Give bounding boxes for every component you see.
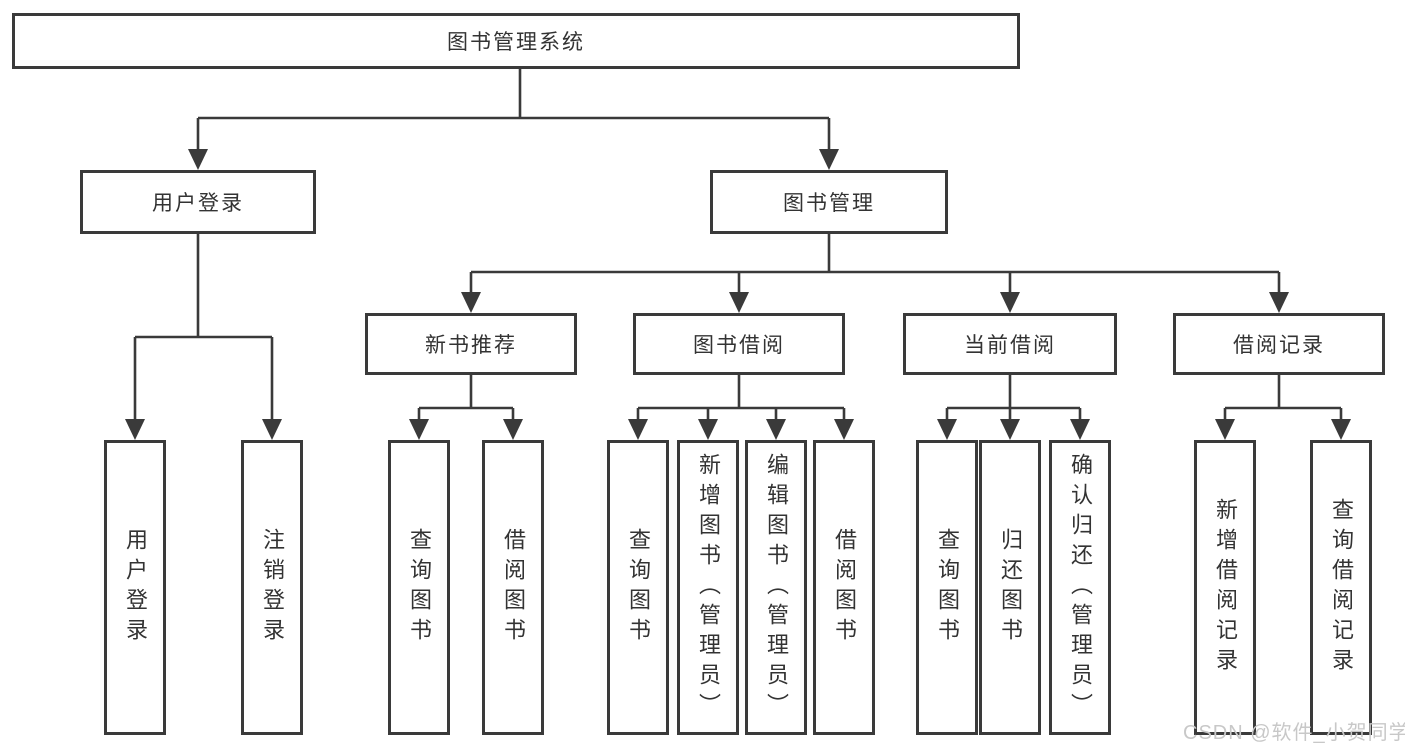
leaf-user-login: 用户登录 [104,440,166,735]
node-label: 归还图书 [998,527,1023,648]
node-label: 新增借阅记录 [1213,497,1238,678]
node-new-book-recommend: 新书推荐 [365,313,577,375]
leaf-query-books-recommend: 查询图书 [388,440,450,735]
node-book-borrowing: 图书借阅 [633,313,845,375]
node-user-login: 用户登录 [80,170,316,234]
node-label: 查询图书 [935,527,960,648]
node-label: 新增图书（管理员） [696,452,721,723]
leaf-borrow-books-recommend: 借阅图书 [482,440,544,735]
node-label: 图书借阅 [693,334,785,357]
node-label: 查询图书 [407,527,432,648]
leaf-logout: 注销登录 [241,440,303,735]
csdn-watermark: CSDN @软件_小贺同学 [1183,722,1405,744]
node-label: 图书管理 [783,192,875,215]
leaf-confirm-return-admin: 确认归还（管理员） [1049,440,1111,735]
leaf-query-borrow-record: 查询借阅记录 [1310,440,1372,735]
leaf-query-books-borrow: 查询图书 [607,440,669,735]
node-label: 编辑图书（管理员） [764,452,789,723]
node-current-borrowing: 当前借阅 [903,313,1117,375]
node-label: 注销登录 [260,527,285,648]
leaf-edit-books-admin: 编辑图书（管理员） [745,440,807,735]
node-label: 借阅图书 [501,527,526,648]
node-borrowing-records: 借阅记录 [1173,313,1385,375]
node-book-management: 图书管理 [710,170,948,234]
node-label: 图书管理系统 [447,31,585,54]
node-label: 借阅图书 [832,527,857,648]
node-label: 查询图书 [626,527,651,648]
node-label: 借阅记录 [1233,334,1325,357]
leaf-query-books-current: 查询图书 [916,440,978,735]
node-root-system: 图书管理系统 [12,13,1020,69]
leaf-return-books: 归还图书 [979,440,1041,735]
leaf-add-books-admin: 新增图书（管理员） [677,440,739,735]
node-label: 查询借阅记录 [1329,497,1354,678]
node-label: 用户登录 [152,192,244,215]
node-label: 新书推荐 [425,334,517,357]
leaf-add-borrow-record: 新增借阅记录 [1194,440,1256,735]
node-label: 当前借阅 [964,334,1056,357]
leaf-borrow-books: 借阅图书 [813,440,875,735]
node-label: 用户登录 [123,527,148,648]
node-label: 确认归还（管理员） [1068,452,1093,723]
